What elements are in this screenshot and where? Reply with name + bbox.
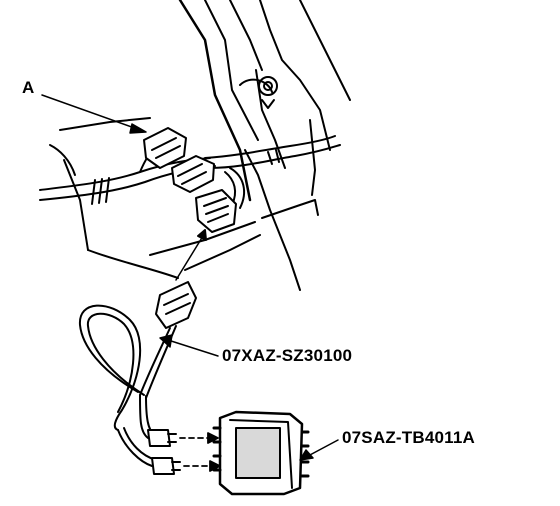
vehicle-body-panel — [49, 0, 351, 291]
callout-connector-a: A — [22, 78, 35, 97]
harness-connector-2 — [171, 155, 215, 193]
control-module — [212, 410, 310, 496]
connection-arrow — [175, 229, 207, 281]
callout-module-part-number: 07SAZ-TB4011A — [342, 428, 475, 447]
accessory-harness — [78, 281, 197, 475]
connector-a — [143, 127, 187, 169]
insertion-arrows — [179, 432, 221, 472]
vehicle-connector-female — [195, 189, 237, 233]
callout-harness-part-number: 07XAZ-SZ30100 — [222, 346, 353, 365]
leader-lines — [41, 94, 339, 461]
